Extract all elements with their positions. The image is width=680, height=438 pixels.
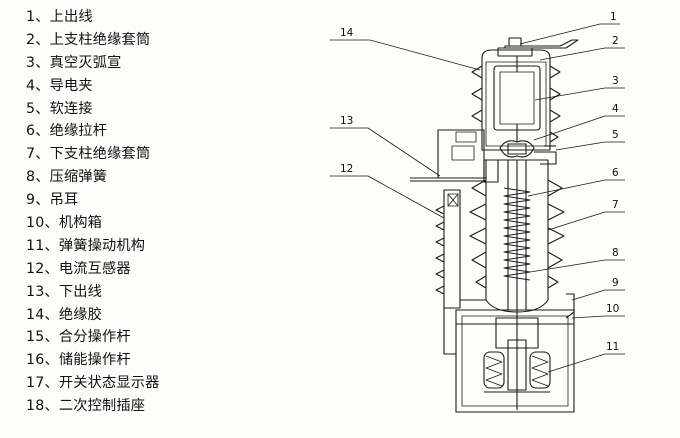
legend-item: 18、二次控制插座 [26,398,146,415]
vacuum-interrupter [493,56,541,142]
callout-14: 14 [340,27,354,39]
callout-4: 4 [612,103,619,115]
insulating-pull-rod [507,159,527,410]
legend-item: 7、下支柱绝缘套筒 [26,146,151,163]
callout-13: 13 [340,115,353,127]
callout-10: 10 [606,303,619,315]
legend-item: 9、吊耳 [26,192,79,209]
lower-outlet [410,129,499,183]
callout-7: 7 [612,199,619,211]
legend-item: 14、绝缘胶 [26,306,103,323]
callout-9: 9 [612,277,619,289]
callout-12: 12 [340,163,353,175]
legend-item: 1、上出线 [26,9,93,25]
callout-11: 11 [606,341,619,353]
mechanism-box [443,308,575,413]
legend-item: 11、弹簧操动机构 [26,237,146,254]
legend-item: 13、下出线 [26,283,103,300]
callout-8: 8 [612,247,619,259]
legend-item: 15、合分操作杆 [26,329,131,346]
soft-connection [534,145,557,165]
callout-6: 6 [612,167,619,179]
legend-item: 10、机构箱 [26,215,103,232]
callout-numbers: 1 2 3 4 5 6 7 8 9 10 11 12 13 14 [340,11,619,353]
callout-5: 5 [612,129,619,141]
legend-item: 3、真空灭弧宣 [26,54,122,71]
current-transformer [435,189,486,309]
legend-item: 16、储能操作杆 [26,352,131,369]
callout-1: 1 [610,11,617,23]
legend-item: 6、绝缘拉杆 [26,123,108,140]
compression-spring [503,187,531,281]
legend-item: 2、上支柱绝缘套筒 [26,31,151,48]
spring-operating-mechanism [483,339,551,393]
legend-item: 17、开关状态显示器 [26,375,160,392]
conductive-clamp [499,140,535,158]
legend-item: 8、压缩弹簧 [26,169,108,186]
leader-lines [330,23,625,373]
legend-item: 12、电流互感器 [26,260,131,277]
callout-2: 2 [612,35,619,47]
parts-legend: 1、上出线 2、上支柱绝缘套筒 3、真空灭弧宣 4、导电夹 5、软连接 6、绝缘… [26,6,226,418]
callout-3: 3 [612,75,619,87]
upper-terminal [497,37,579,57]
legend-item: 5、软连接 [26,100,93,117]
legend-item: 4、导电夹 [26,77,93,94]
lifting-lug [565,293,575,319]
upper-insulator-sleeve [471,49,561,151]
